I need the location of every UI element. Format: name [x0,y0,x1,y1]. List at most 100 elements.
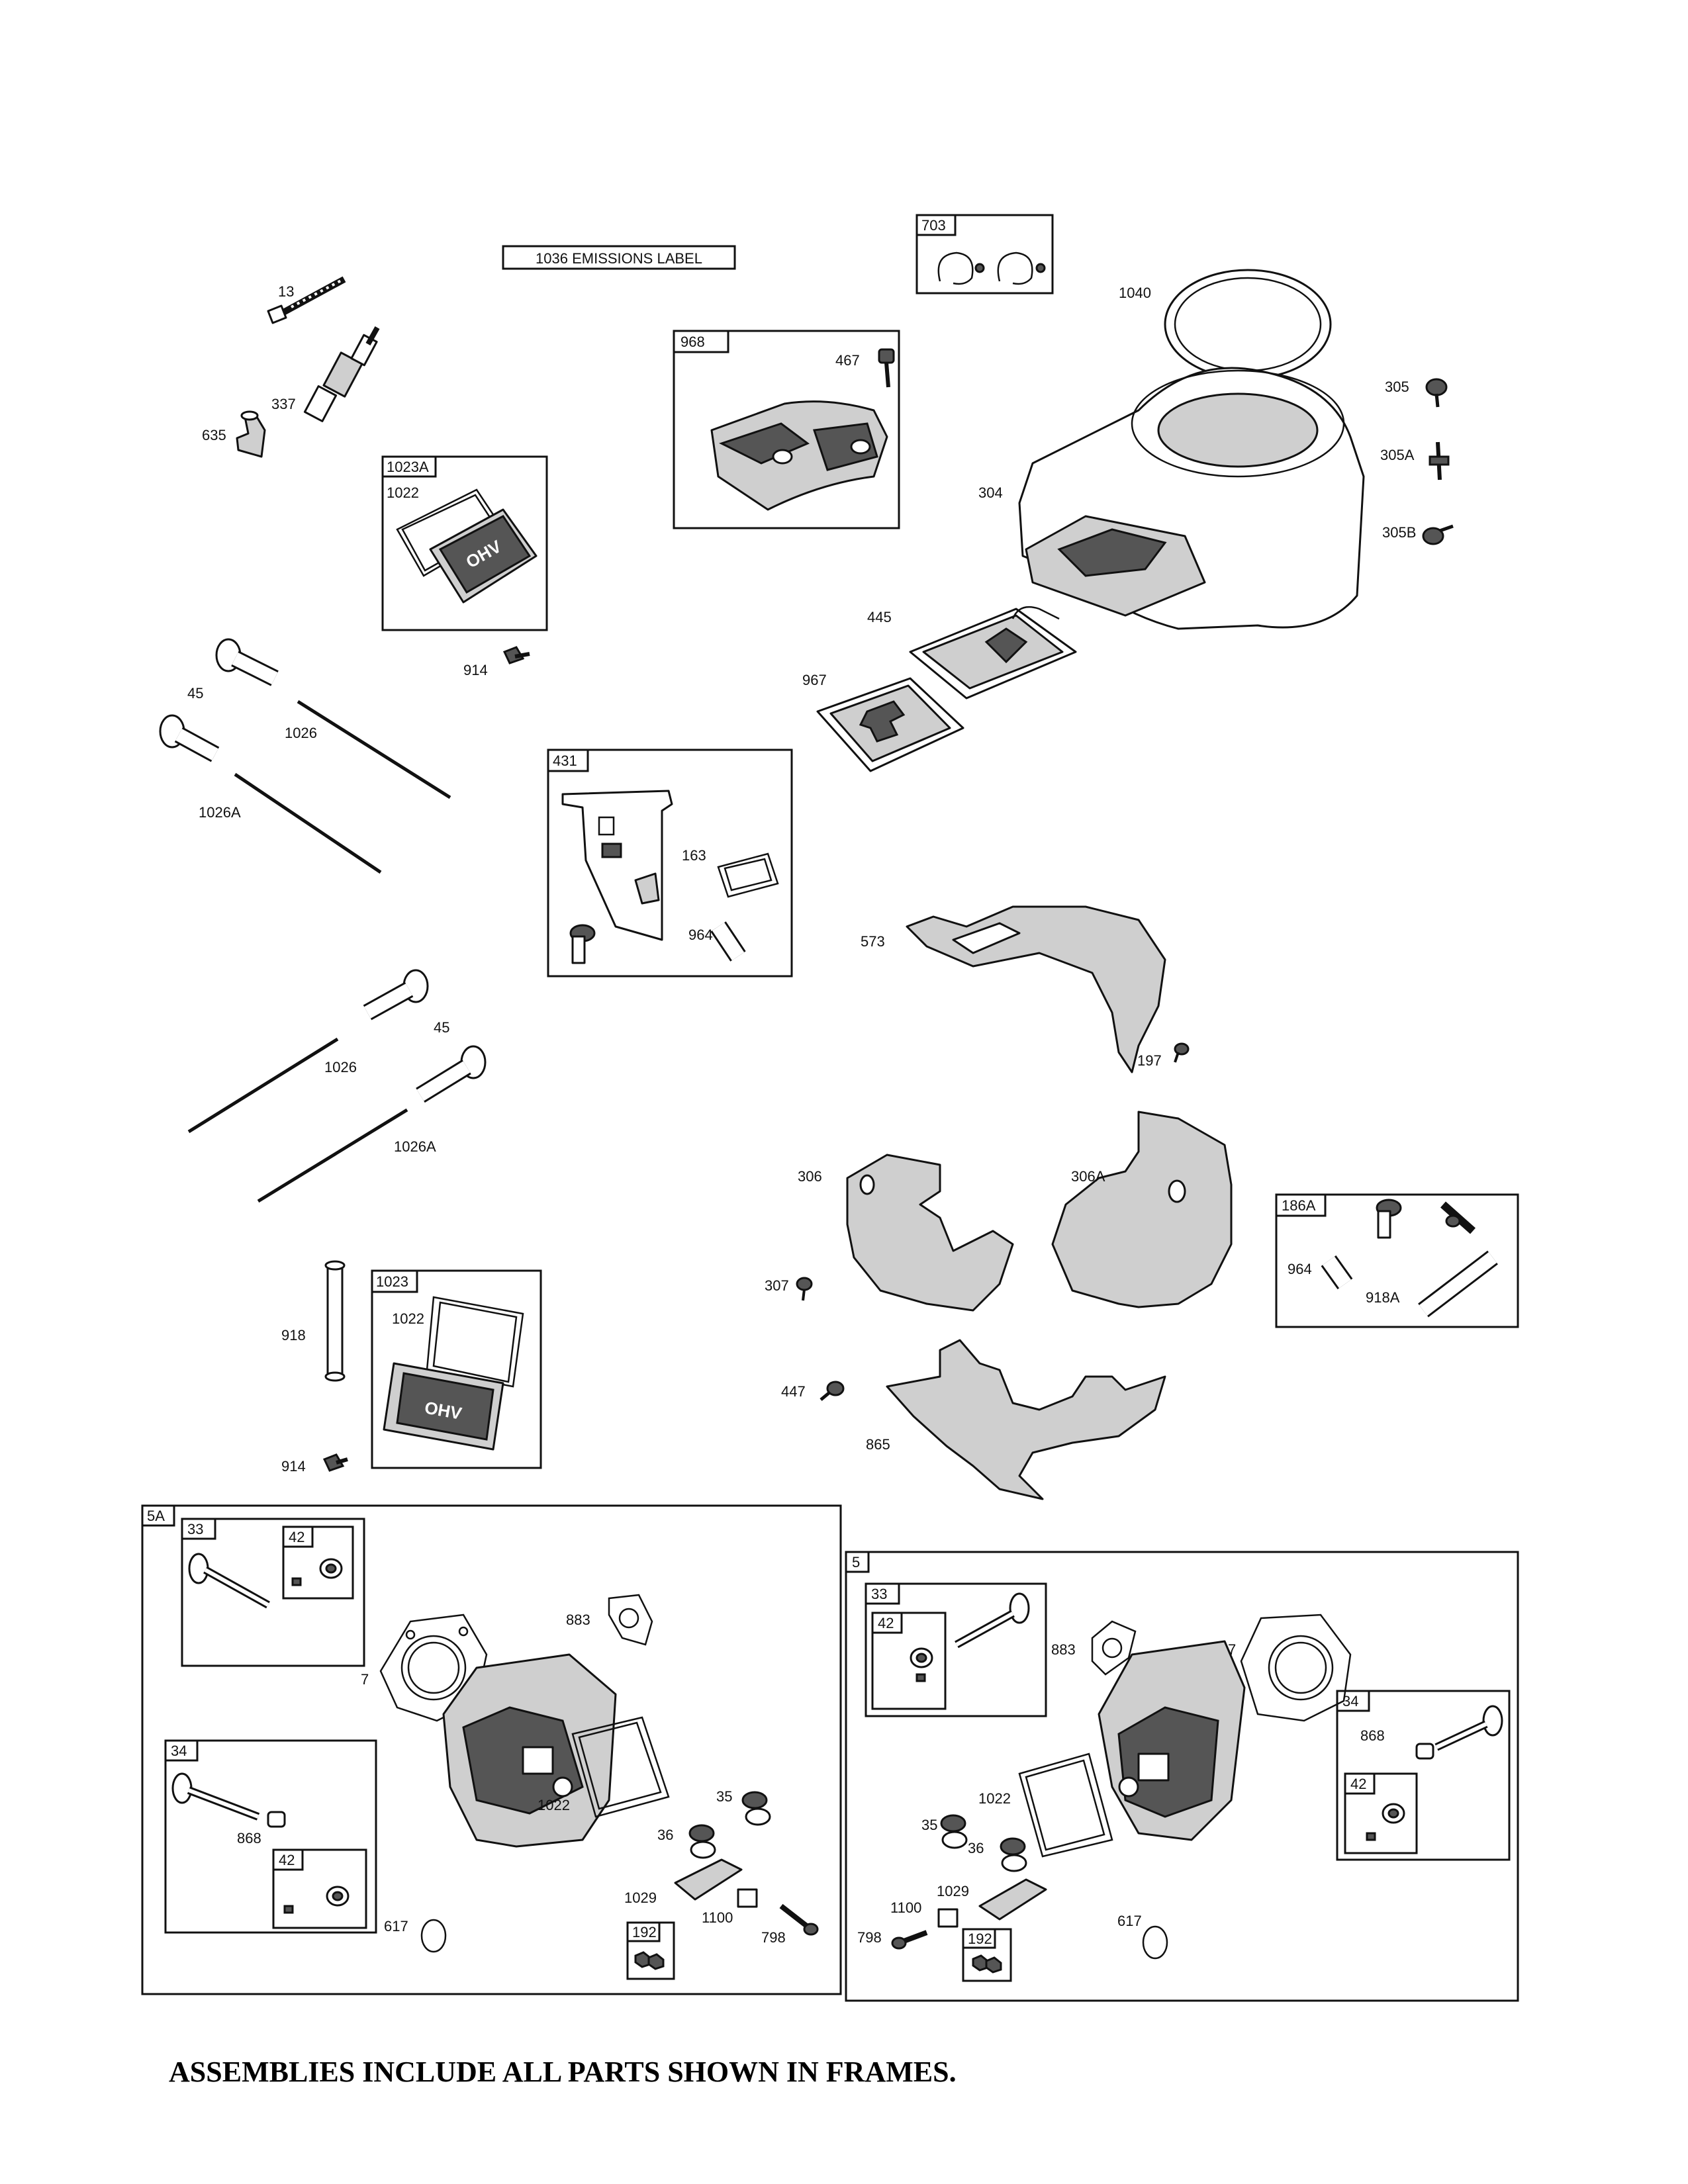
valve-cover-1023: OHV [383,1362,504,1451]
valve-33-a [188,1553,270,1609]
label-42-a: 42 [289,1529,305,1545]
label-36-b: 36 [968,1840,984,1856]
valve-34-b [1434,1705,1503,1751]
frame-42-d [1344,1772,1418,1854]
label-197: 197 [1137,1052,1162,1069]
label-1022-a: 1022 [387,484,419,501]
retainer-42-c [910,1647,933,1682]
rocker-arm-1029-a [674,1858,743,1901]
frame-33-b [865,1582,1047,1717]
o-ring-617-b [1142,1925,1168,1960]
valve-33-b [955,1592,1030,1649]
frame-1023 [371,1269,542,1469]
label-192-a: 192 [632,1924,657,1940]
spring-36-b [1000,1837,1027,1872]
label-163: 163 [682,847,706,864]
label-918A: 918A [1366,1289,1400,1306]
retainer-42-b [283,1886,350,1914]
o-ring-617-a [420,1919,447,1953]
label-883-a: 883 [566,1612,590,1628]
frame-186A [1275,1193,1519,1328]
exhaust-gasket-883-a [608,1594,653,1646]
blower-housing-304 [1018,367,1365,630]
label-703: 703 [921,217,946,234]
bolt-914-b [322,1453,348,1472]
pushrod-1026-b [187,1037,339,1134]
label-447: 447 [781,1383,806,1400]
pushrod-1026A-b [257,1108,408,1203]
screw-305B [1422,524,1454,545]
pre-cleaner-967 [816,677,964,772]
valve-cover-gasket-1023 [426,1296,524,1388]
screen-ring-1040 [1164,269,1332,380]
label-467: 467 [835,352,860,369]
stud-798-a [779,1903,819,1936]
label-798-a: 798 [761,1929,786,1946]
nut-192-b [972,1954,1002,1974]
screw-467 [878,348,895,388]
spring-36-a [688,1824,716,1859]
exhaust-gasket-883-b [1091,1620,1137,1676]
bolt-13 [267,276,346,324]
frame-431 [547,749,793,978]
stud-305A [1429,441,1450,480]
clip-703-a [937,251,985,285]
label-1026A-a: 1026A [199,804,241,821]
label-35-a: 35 [716,1788,732,1805]
label-573: 573 [861,933,885,950]
valve-cover-gasket-1022-c [571,1716,670,1818]
clip-703-b [997,251,1046,285]
label-45-b: 45 [434,1019,449,1036]
valve-cover-1023A: OHV [429,508,538,604]
tube-964-b [1321,1255,1353,1290]
cylinder-head-5A [442,1653,617,1848]
label-42-b: 42 [279,1852,295,1868]
label-617-a: 617 [384,1918,408,1934]
frame-42-a [282,1525,354,1600]
fitting-186A-b [1440,1201,1476,1234]
frame-703 [915,214,1054,295]
retainer-42-d [1366,1803,1405,1841]
label-883-b: 883 [1051,1641,1076,1658]
label-42-c: 42 [878,1615,894,1631]
screw-305 [1425,378,1448,408]
frame-968 [673,330,900,529]
label-1023: 1023 [376,1273,408,1290]
label-1023A: 1023A [387,459,429,475]
spring-35-a [741,1791,771,1826]
label-445: 445 [867,609,892,625]
cylinder-shield-306 [846,1154,1014,1312]
label-1026-b: 1026 [324,1059,357,1075]
label-798-b: 798 [857,1929,882,1946]
nut-192-a [634,1951,665,1970]
screw-307 [796,1277,813,1301]
label-1026-a: 1026 [285,725,317,741]
label-1022-d: 1022 [978,1790,1011,1807]
label-964-a: 964 [688,927,713,943]
label-306A: 306A [1071,1168,1105,1185]
air-guide-573 [906,905,1166,1073]
screw-447 [820,1381,845,1401]
fitting-431 [569,924,596,964]
emissions-label-box [502,245,736,270]
label-1026A-b: 1026A [394,1138,436,1155]
fitting-186A-a [1376,1199,1402,1239]
cylinder-head-5 [1098,1640,1246,1841]
frame-34-a [164,1739,377,1934]
label-914-b: 914 [281,1458,306,1475]
label-186A: 186A [1282,1197,1316,1214]
label-1040: 1040 [1119,285,1151,301]
label-33-a: 33 [187,1521,203,1537]
label-1029-b: 1029 [937,1883,969,1899]
label-617-b: 617 [1117,1913,1142,1929]
label-33-b: 33 [871,1586,887,1602]
frame-34-b [1336,1690,1511,1861]
label-45-a: 45 [187,685,203,702]
hose-918A [1418,1250,1498,1318]
valve-34-a [171,1772,260,1821]
pivot-1100-a [737,1888,758,1908]
bolt-914-a [502,646,530,664]
assemblies-note: ASSEMBLIES INCLUDE ALL PARTS SHOWN IN FR… [169,2056,957,2088]
baffle-865 [886,1339,1166,1500]
